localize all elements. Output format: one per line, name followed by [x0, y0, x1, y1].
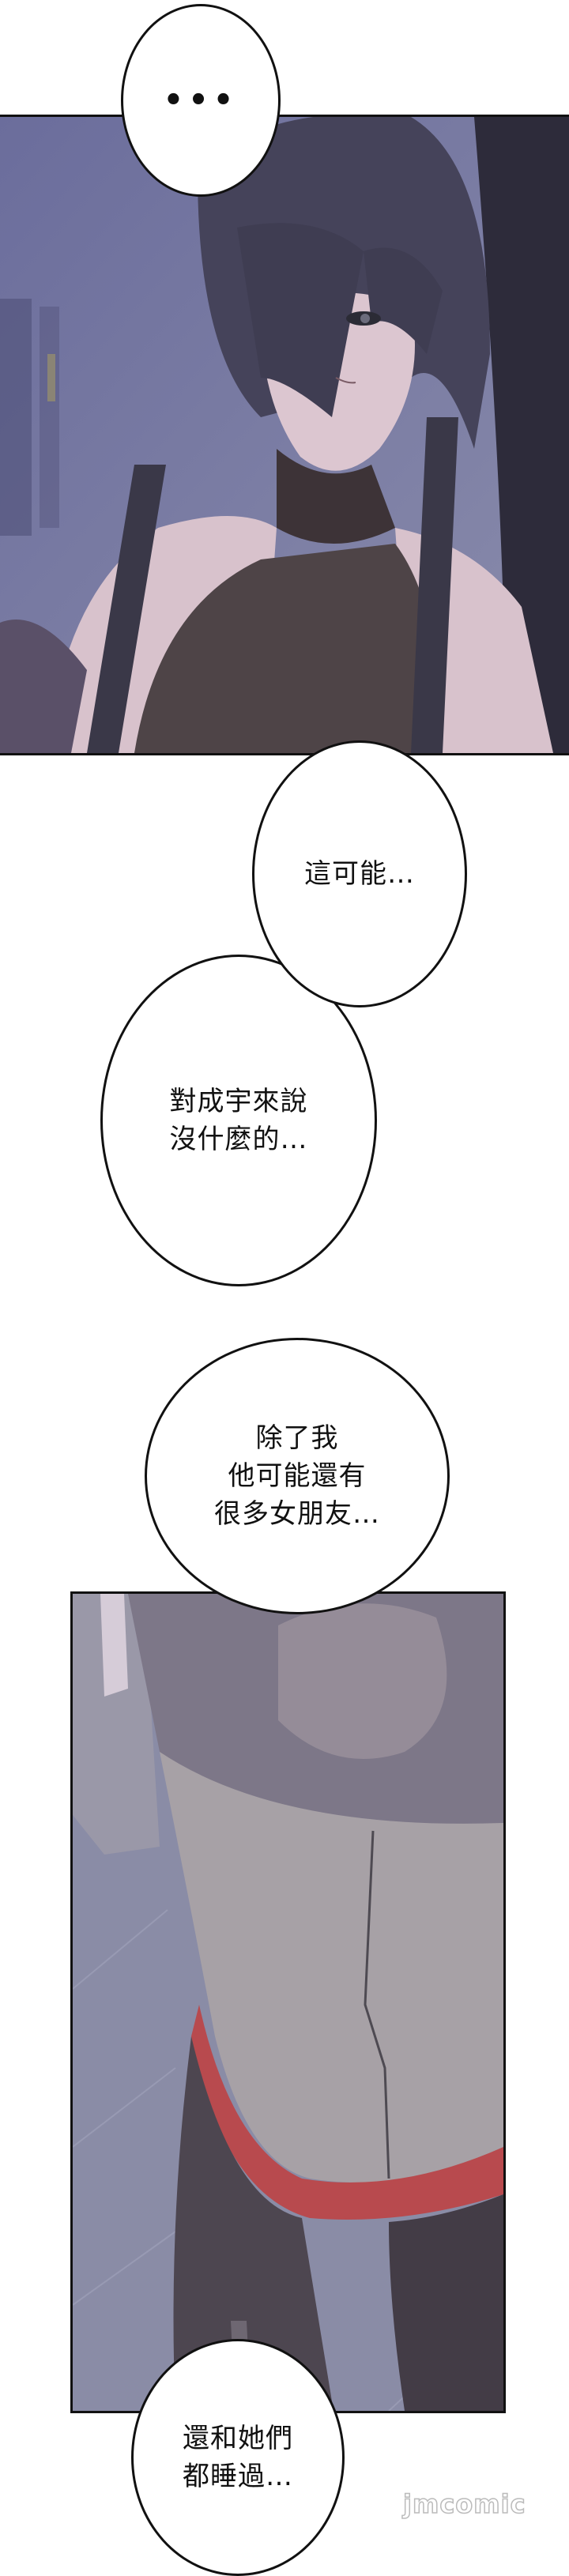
bubble-text: 這可能…: [304, 858, 415, 890]
speech-bubble-dialogue-4: 還和她們 都睡過…: [131, 2339, 345, 2576]
speech-bubble-dialogue-1: 這可能…: [252, 740, 467, 1007]
speech-bubble-ellipsis: •••: [121, 4, 281, 197]
panel-2-illustration: [73, 1594, 503, 2411]
bubble-text: •••: [163, 82, 239, 119]
bubble-text: 對成宇來說 沒什麼的…: [169, 1086, 308, 1155]
comic-panel-girl-closeup: [0, 115, 569, 755]
comic-panel-girl-body: [70, 1591, 506, 2413]
panel-1-illustration: [0, 117, 569, 753]
bubble-text: 除了我 他可能還有 很多女朋友…: [214, 1422, 380, 1530]
speech-bubble-dialogue-2: 對成宇來說 沒什麼的…: [100, 955, 377, 1286]
bubble-text: 還和她們 都睡過…: [183, 2423, 293, 2492]
speech-bubble-dialogue-3: 除了我 他可能還有 很多女朋友…: [145, 1338, 450, 1614]
watermark-logo: jmcomic: [402, 2488, 526, 2520]
